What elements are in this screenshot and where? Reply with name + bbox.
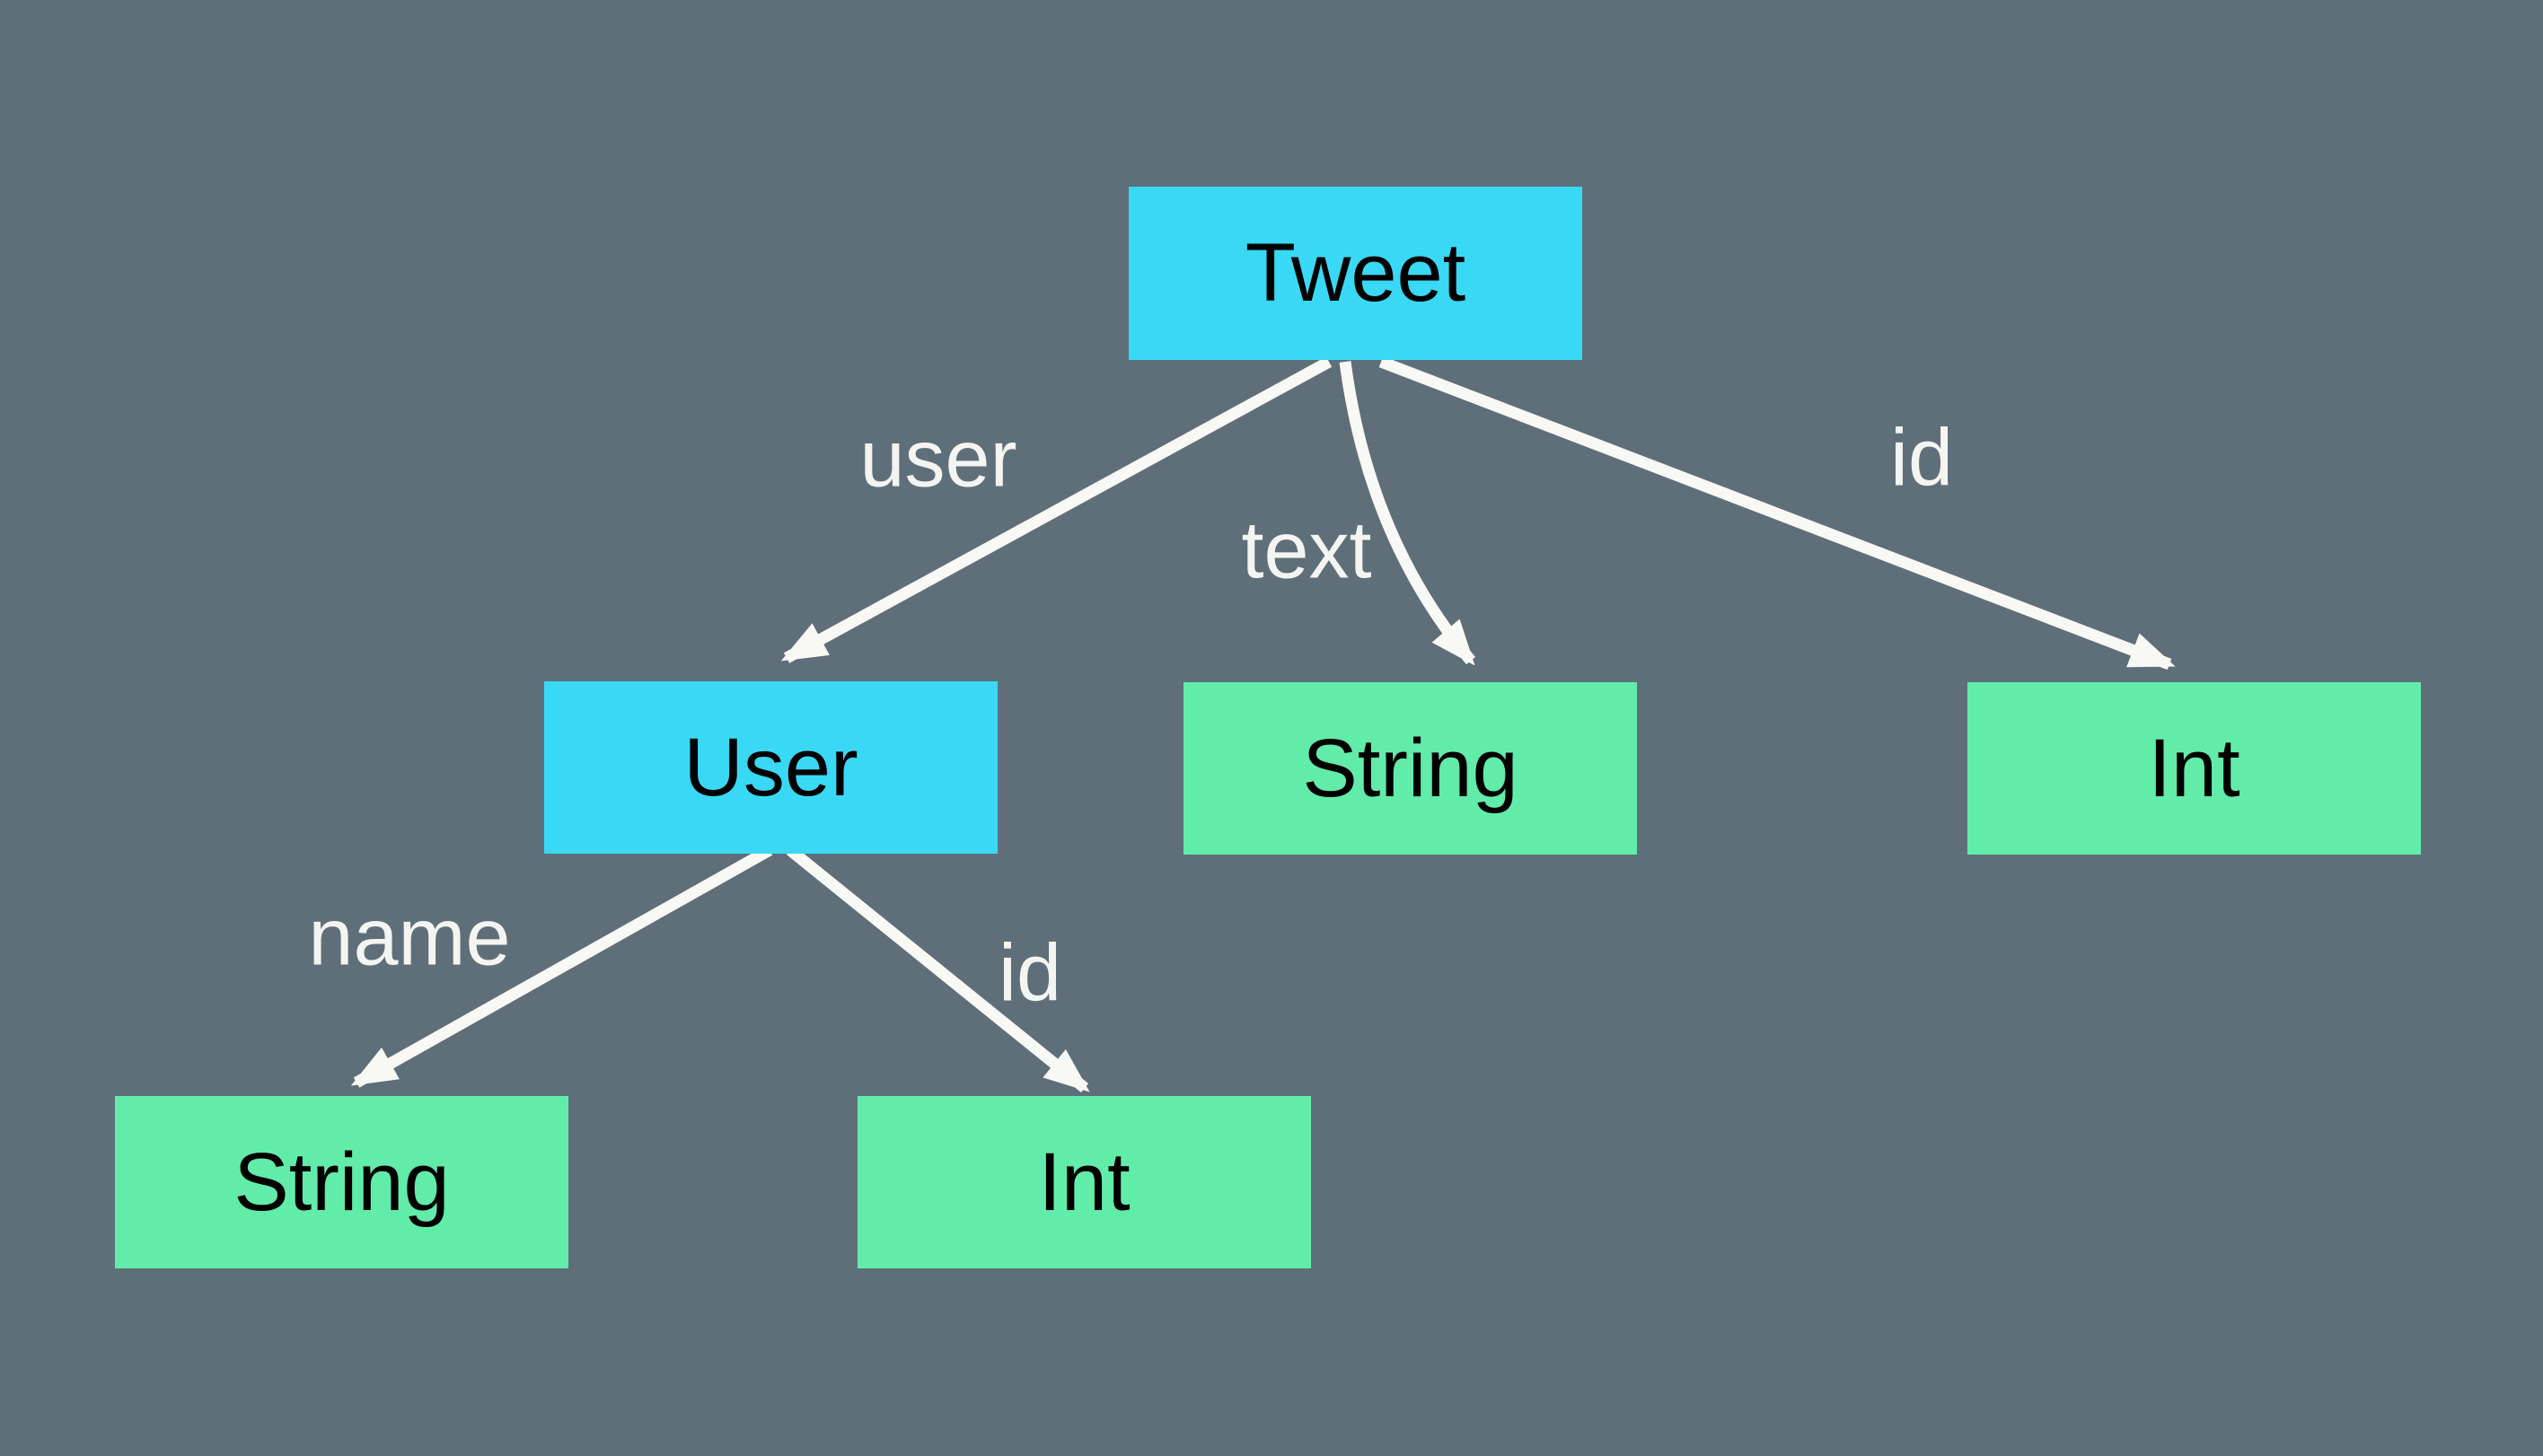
edge-label-name: name [308, 892, 511, 983]
edge-label-text: text [1241, 505, 1372, 596]
edge-label-id-user: id [998, 928, 1062, 1019]
edge-tweet-text-arrow [1339, 361, 1475, 666]
edge-user-id-arrow [786, 845, 1090, 1093]
node-string-name: String [115, 1096, 568, 1268]
node-int-id: Int [1967, 682, 2421, 855]
edge-label-user: user [859, 414, 1017, 504]
edge-tweet-user-arrow [780, 356, 1333, 663]
edge-tweet-id-arrow [1378, 355, 2176, 671]
edge-user-name-arrow [350, 845, 773, 1088]
node-int-user-id: Int [858, 1096, 1311, 1268]
edge-label-id-tweet: id [1889, 413, 1954, 504]
node-string-text: String [1184, 682, 1637, 855]
node-user: User [544, 681, 998, 854]
node-tweet: Tweet [1129, 187, 1582, 360]
